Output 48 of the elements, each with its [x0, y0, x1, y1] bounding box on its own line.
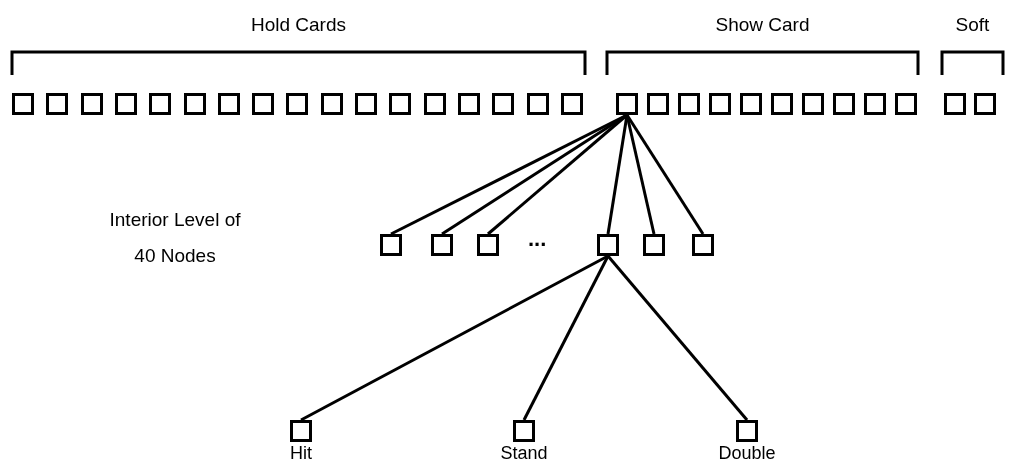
node-box [457, 93, 480, 115]
node-box [643, 234, 665, 256]
node-box [678, 93, 700, 115]
node-box [560, 93, 583, 115]
node-box [389, 93, 412, 115]
ellipsis: ... [528, 228, 547, 250]
node-box [616, 93, 638, 115]
node-box [380, 234, 402, 256]
connector-line [300, 254, 609, 422]
group-label: Soft [955, 15, 990, 34]
node-box [286, 93, 309, 115]
node-box [709, 93, 731, 115]
connector-line [606, 114, 629, 235]
node-box [944, 93, 966, 115]
group-label: Show Card [715, 15, 810, 34]
node-box [802, 93, 824, 115]
group-label: Hold Cards [251, 15, 346, 34]
node-box [431, 234, 453, 256]
node-box [477, 234, 499, 256]
node-box [895, 93, 917, 115]
node-box [647, 93, 669, 115]
connector-line [625, 114, 705, 235]
node-box [492, 93, 515, 115]
node-box [692, 234, 714, 256]
node-box [740, 93, 762, 115]
node-box [864, 93, 886, 115]
node-box [974, 93, 996, 115]
node-box [833, 93, 855, 115]
node-box [80, 93, 103, 115]
connector-line [522, 255, 610, 421]
connector-line [606, 255, 749, 421]
node-box [46, 93, 69, 115]
action-label: Double [718, 442, 776, 462]
node-box [771, 93, 793, 115]
node-box [355, 93, 377, 115]
node-box [597, 234, 619, 256]
level-label: Interior Level of 40 Nodes [108, 208, 242, 268]
node-box [252, 93, 275, 115]
node-box [217, 93, 240, 115]
node-box [12, 93, 34, 115]
node-box [183, 93, 206, 115]
node-box [320, 93, 343, 115]
node-box [114, 93, 137, 115]
action-label: Stand [500, 442, 548, 462]
action-label: Hit [290, 442, 312, 462]
node-box [423, 93, 446, 115]
node-box [149, 93, 172, 115]
node-box [526, 93, 549, 115]
